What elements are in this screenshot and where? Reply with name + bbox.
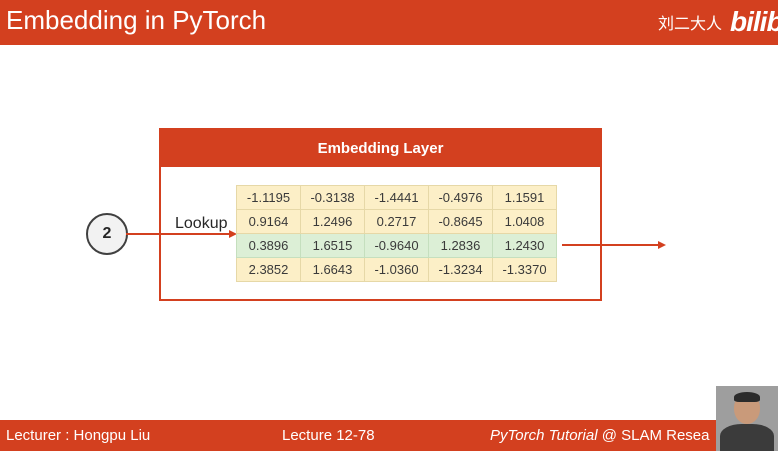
matrix-cell: -1.3234 xyxy=(428,257,493,282)
matrix-cell: -1.0360 xyxy=(364,257,429,282)
slide-footer: Lecturer : Hongpu Liu Lecture 12-78 PyTo… xyxy=(0,420,778,451)
slide-header: Embedding in PyTorch 刘二大人 bilib xyxy=(0,0,778,45)
matrix-cell: 1.1591 xyxy=(492,185,557,210)
slide-title: Embedding in PyTorch xyxy=(6,5,267,35)
input-index-node: 2 xyxy=(86,213,128,255)
matrix-cell: 0.3896 xyxy=(236,233,301,258)
output-arrow xyxy=(562,244,658,246)
webcam-overlay xyxy=(716,386,778,451)
matrix-cell: 1.2430 xyxy=(492,233,557,258)
matrix-cell: 1.2496 xyxy=(300,209,365,234)
input-arrow xyxy=(126,233,230,235)
matrix-cell: -1.4441 xyxy=(364,185,429,210)
tutorial-affiliation: @ SLAM Resea xyxy=(597,427,710,444)
matrix-cell: -0.9640 xyxy=(364,233,429,258)
input-arrow-head xyxy=(229,230,237,238)
matrix-cell: 1.6515 xyxy=(300,233,365,258)
matrix-cell: -0.3138 xyxy=(300,185,365,210)
matrix-cell: -0.4976 xyxy=(428,185,493,210)
lecturer-label: Lecturer : Hongpu Liu xyxy=(6,427,151,444)
lookup-label: Lookup xyxy=(175,215,228,232)
tutorial-name: PyTorch Tutorial xyxy=(490,427,598,444)
lecture-number: Lecture 12-78 xyxy=(282,427,375,444)
bilibili-logo: bilib xyxy=(730,6,778,37)
matrix-cell: -1.1195 xyxy=(236,185,301,210)
presenter-hair xyxy=(734,392,760,402)
matrix-cell: 1.2836 xyxy=(428,233,493,258)
presenter-body xyxy=(720,424,774,451)
output-arrow-head xyxy=(658,241,666,249)
matrix-cell: -0.8645 xyxy=(428,209,493,234)
matrix-cell: -1.3370 xyxy=(492,257,557,282)
matrix-cell: 2.3852 xyxy=(236,257,301,282)
tutorial-label: PyTorch Tutorial @ SLAM Resea xyxy=(490,420,720,451)
matrix-cell: 0.2717 xyxy=(364,209,429,234)
matrix-cell: 0.9164 xyxy=(236,209,301,234)
matrix-cell: 1.6643 xyxy=(300,257,365,282)
author-watermark: 刘二大人 xyxy=(658,16,723,33)
embedding-layer-title: Embedding Layer xyxy=(161,130,600,167)
embedding-layer-box: Embedding Layer xyxy=(159,128,602,301)
matrix-cell: 1.0408 xyxy=(492,209,557,234)
